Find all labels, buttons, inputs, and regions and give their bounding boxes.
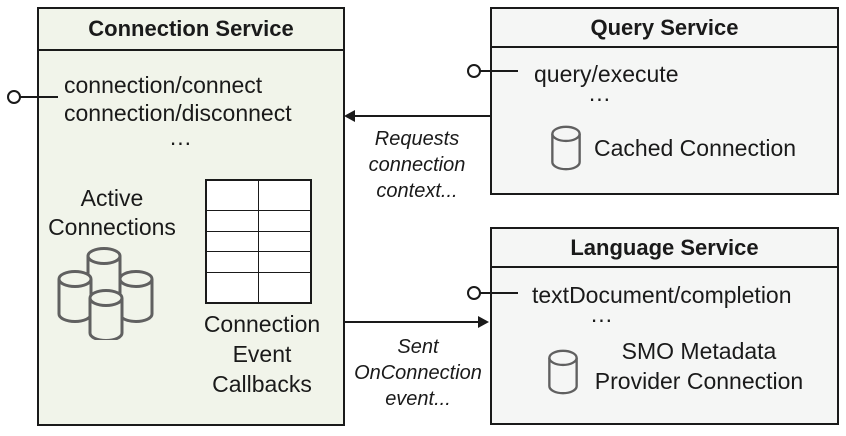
connection-service-methods: connection/connect connection/disconnect	[64, 71, 292, 127]
query-interface-circle	[467, 64, 481, 78]
sent-arrow-line	[345, 321, 479, 323]
method-connection-connect: connection/connect	[64, 72, 263, 98]
method-textdocument-completion: textDocument/completion	[532, 282, 792, 308]
language-interface-circle	[467, 286, 481, 300]
query-service-title: Query Service	[492, 9, 837, 48]
connection-event-callbacks-label: Connection Event Callbacks	[203, 311, 321, 397]
cached-connection-row: Cached Connection	[550, 123, 796, 173]
method-connection-disconnect: connection/disconnect	[64, 100, 292, 126]
callback-table	[205, 179, 312, 304]
query-interface-stem	[480, 70, 518, 72]
method-query-execute: query/execute	[534, 61, 679, 87]
language-interface-stem	[480, 292, 518, 294]
language-service-title: Language Service	[492, 229, 837, 268]
database-icon	[547, 348, 579, 396]
connection-service-box: Connection Service connection/connect co…	[37, 7, 345, 426]
database-cluster-icon	[56, 245, 156, 342]
connection-service-title: Connection Service	[39, 9, 343, 51]
query-service-box: Query Service query/execute ... Cached C…	[490, 7, 839, 195]
table-row	[205, 251, 312, 273]
connection-interface-circle	[7, 90, 21, 104]
database-icon	[550, 124, 582, 172]
active-connections-label: Active Connections	[48, 185, 176, 240]
table-row	[205, 179, 312, 212]
cached-connection-label: Cached Connection	[594, 134, 797, 161]
connection-methods-ellipsis: ...	[169, 124, 193, 150]
table-row	[205, 210, 312, 232]
requests-arrow-line	[353, 115, 490, 117]
smo-metadata-connection-label: SMO Metadata Provider Connection	[594, 338, 804, 394]
requests-arrow-label: Requests connection context...	[368, 128, 466, 202]
language-service-box: Language Service textDocument/completion…	[490, 227, 839, 425]
query-methods-ellipsis: ...	[588, 80, 612, 106]
requests-arrow-head-icon	[344, 110, 355, 122]
language-methods-ellipsis: ...	[590, 301, 614, 327]
connection-interface-stem	[20, 96, 58, 98]
sent-arrow-label: Sent OnConnection event...	[354, 336, 482, 410]
sent-arrow-head-icon	[478, 316, 489, 328]
table-row	[205, 271, 312, 304]
table-row	[205, 230, 312, 253]
